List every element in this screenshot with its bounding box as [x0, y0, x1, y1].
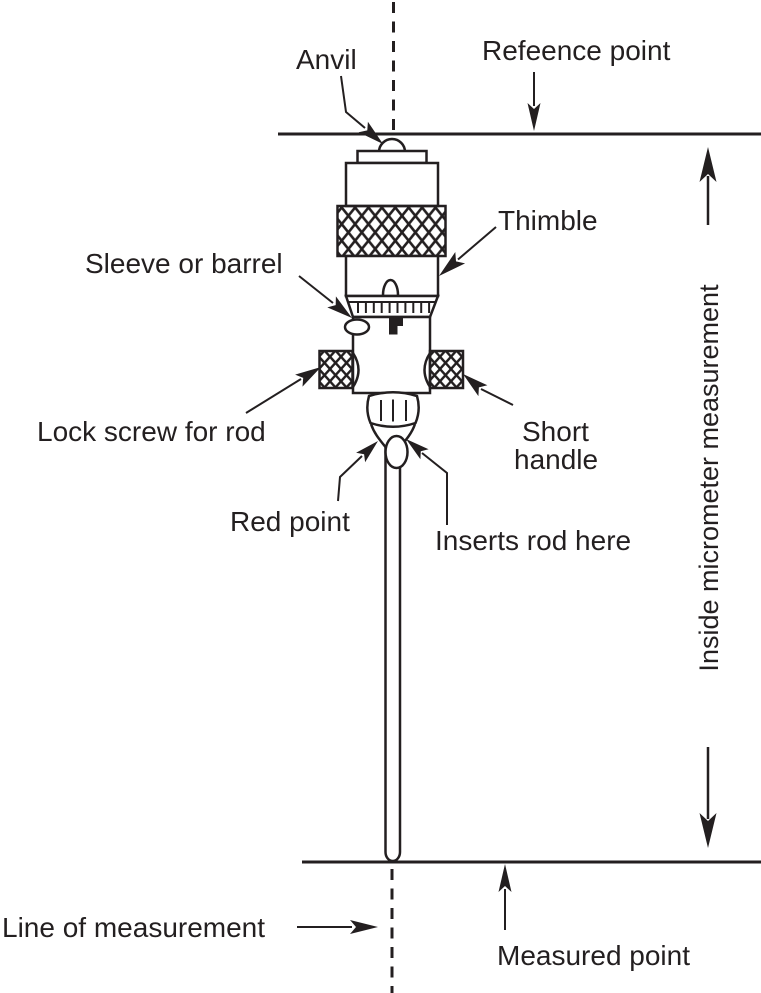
label-red-point: Red point: [230, 506, 350, 537]
short-handle-leader-arrow: [463, 374, 514, 406]
rod-insert-loop: [384, 434, 409, 470]
anvil-leader-arrow: [340, 75, 383, 144]
label-inside-micrometer-measurement: Inside micrometer measurement: [694, 284, 724, 672]
dimension-arrow-down: [699, 747, 717, 848]
thimble-leader-arrow: [439, 226, 497, 276]
rod-clamp-nut-facets: [380, 399, 407, 422]
sleeve-leader-arrow: [298, 275, 352, 318]
short-handle-knob: [428, 349, 465, 390]
thimble-bump: [381, 278, 400, 296]
sleeve-ellipse-detail: [343, 318, 371, 336]
label-line-of-measurement: Line of measurement: [2, 912, 265, 943]
label-anvil: Anvil: [296, 44, 357, 75]
knurled-grip: [336, 204, 447, 258]
label-short-handle-line1: Short: [522, 416, 589, 447]
dimension-arrow-up: [699, 147, 717, 225]
anvil-dome: [377, 137, 407, 154]
label-sleeve-or-barrel: Sleeve or barrel: [85, 248, 283, 279]
measured-point-arrow: [498, 864, 512, 930]
index-mark: [389, 317, 403, 335]
thimble-shoulder: [344, 294, 440, 319]
thimble-body-lower: [344, 254, 440, 298]
lock-screw-knob: [318, 349, 354, 390]
line-of-measurement-arrow: [297, 920, 378, 934]
label-lock-screw-for-rod: Lock screw for rod: [37, 416, 266, 447]
label-thimble: Thimble: [498, 205, 598, 236]
graduation-ticks: [357, 302, 431, 313]
measuring-rod: [384, 446, 402, 863]
thimble-body-upper: [344, 161, 440, 208]
inserts-rod-leader-arrow: [406, 439, 448, 525]
anvil-cap: [356, 149, 428, 165]
funnel-side-left: [369, 423, 387, 448]
lock-screw-leader-arrow: [245, 367, 321, 414]
label-reference-point: Refeence point: [482, 35, 671, 66]
reference-point-arrow: [527, 72, 541, 131]
label-short-handle-line2: handle: [514, 444, 598, 475]
knob-neck-arc-right: [423, 352, 432, 388]
knob-neck-arc-left: [351, 352, 360, 388]
red-point-leader-arrow: [337, 441, 378, 502]
label-inserts-rod-here: Inserts rod here: [435, 525, 631, 556]
label-measured-point: Measured point: [497, 940, 690, 971]
